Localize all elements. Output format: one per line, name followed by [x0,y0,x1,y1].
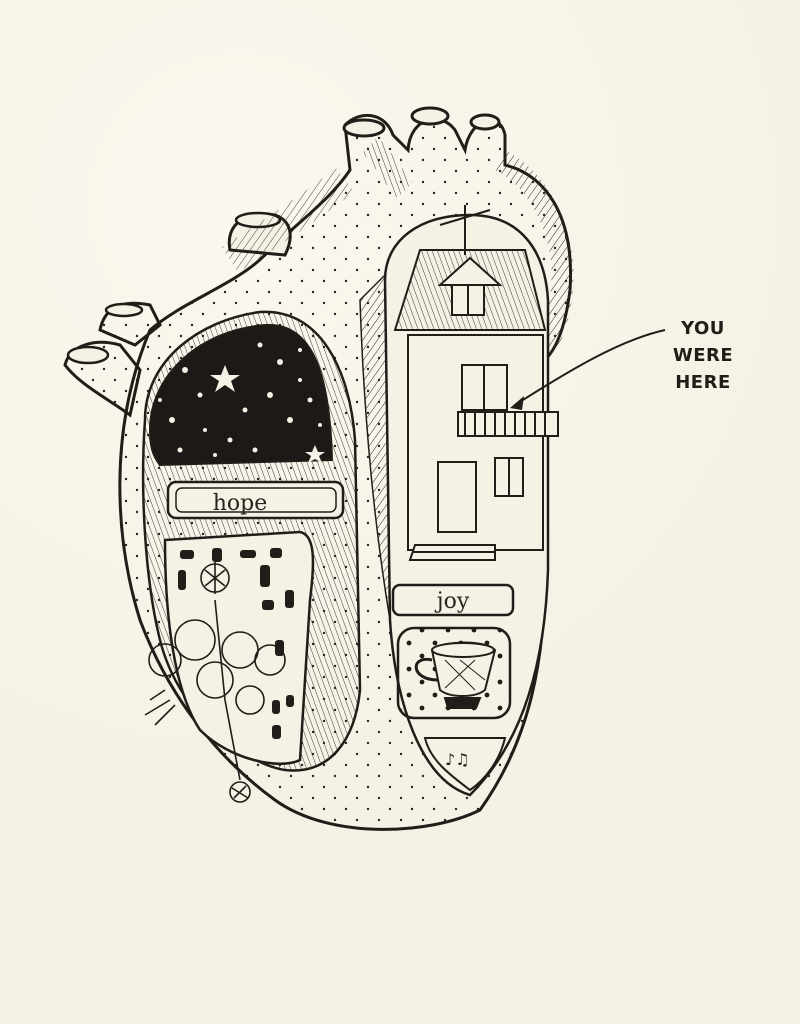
you-were-here-note: YOU WERE HERE [668,315,738,396]
note-line-3: HERE [675,372,731,393]
left-pocket [163,530,315,765]
joy-label: joy [434,589,470,614]
top-vessels [342,106,574,355]
joy-banner: joy [391,583,515,617]
hope-banner: hope [166,480,345,520]
music-notes-icon: ♪♫ [423,737,507,792]
house-icon [393,205,559,561]
night-sky-icon [148,323,334,467]
left-vessels [63,168,355,418]
teacup-icon [414,641,497,709]
note-line-2: WERE [672,345,734,366]
hope-label: hope [213,491,268,516]
arrow-head-icon [510,396,524,410]
pointer-arrow [514,329,666,406]
svg-text:♪♫: ♪♫ [445,750,470,769]
note-line-1: YOU [681,318,725,339]
flower-bouquet-icon [144,562,286,803]
